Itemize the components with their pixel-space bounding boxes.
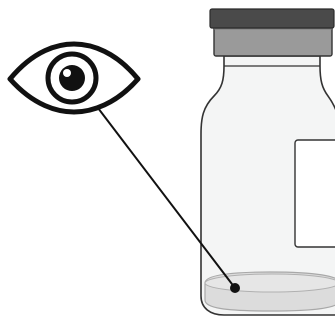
eye-highlight <box>63 69 71 77</box>
eye-icon <box>10 44 138 112</box>
vial-cap-collar <box>214 26 332 56</box>
vial-liquid-surface <box>205 274 335 292</box>
eye-pupil <box>59 65 85 91</box>
vial-cap-top <box>210 9 334 28</box>
vial-label <box>295 140 335 247</box>
focus-dot <box>230 283 240 293</box>
